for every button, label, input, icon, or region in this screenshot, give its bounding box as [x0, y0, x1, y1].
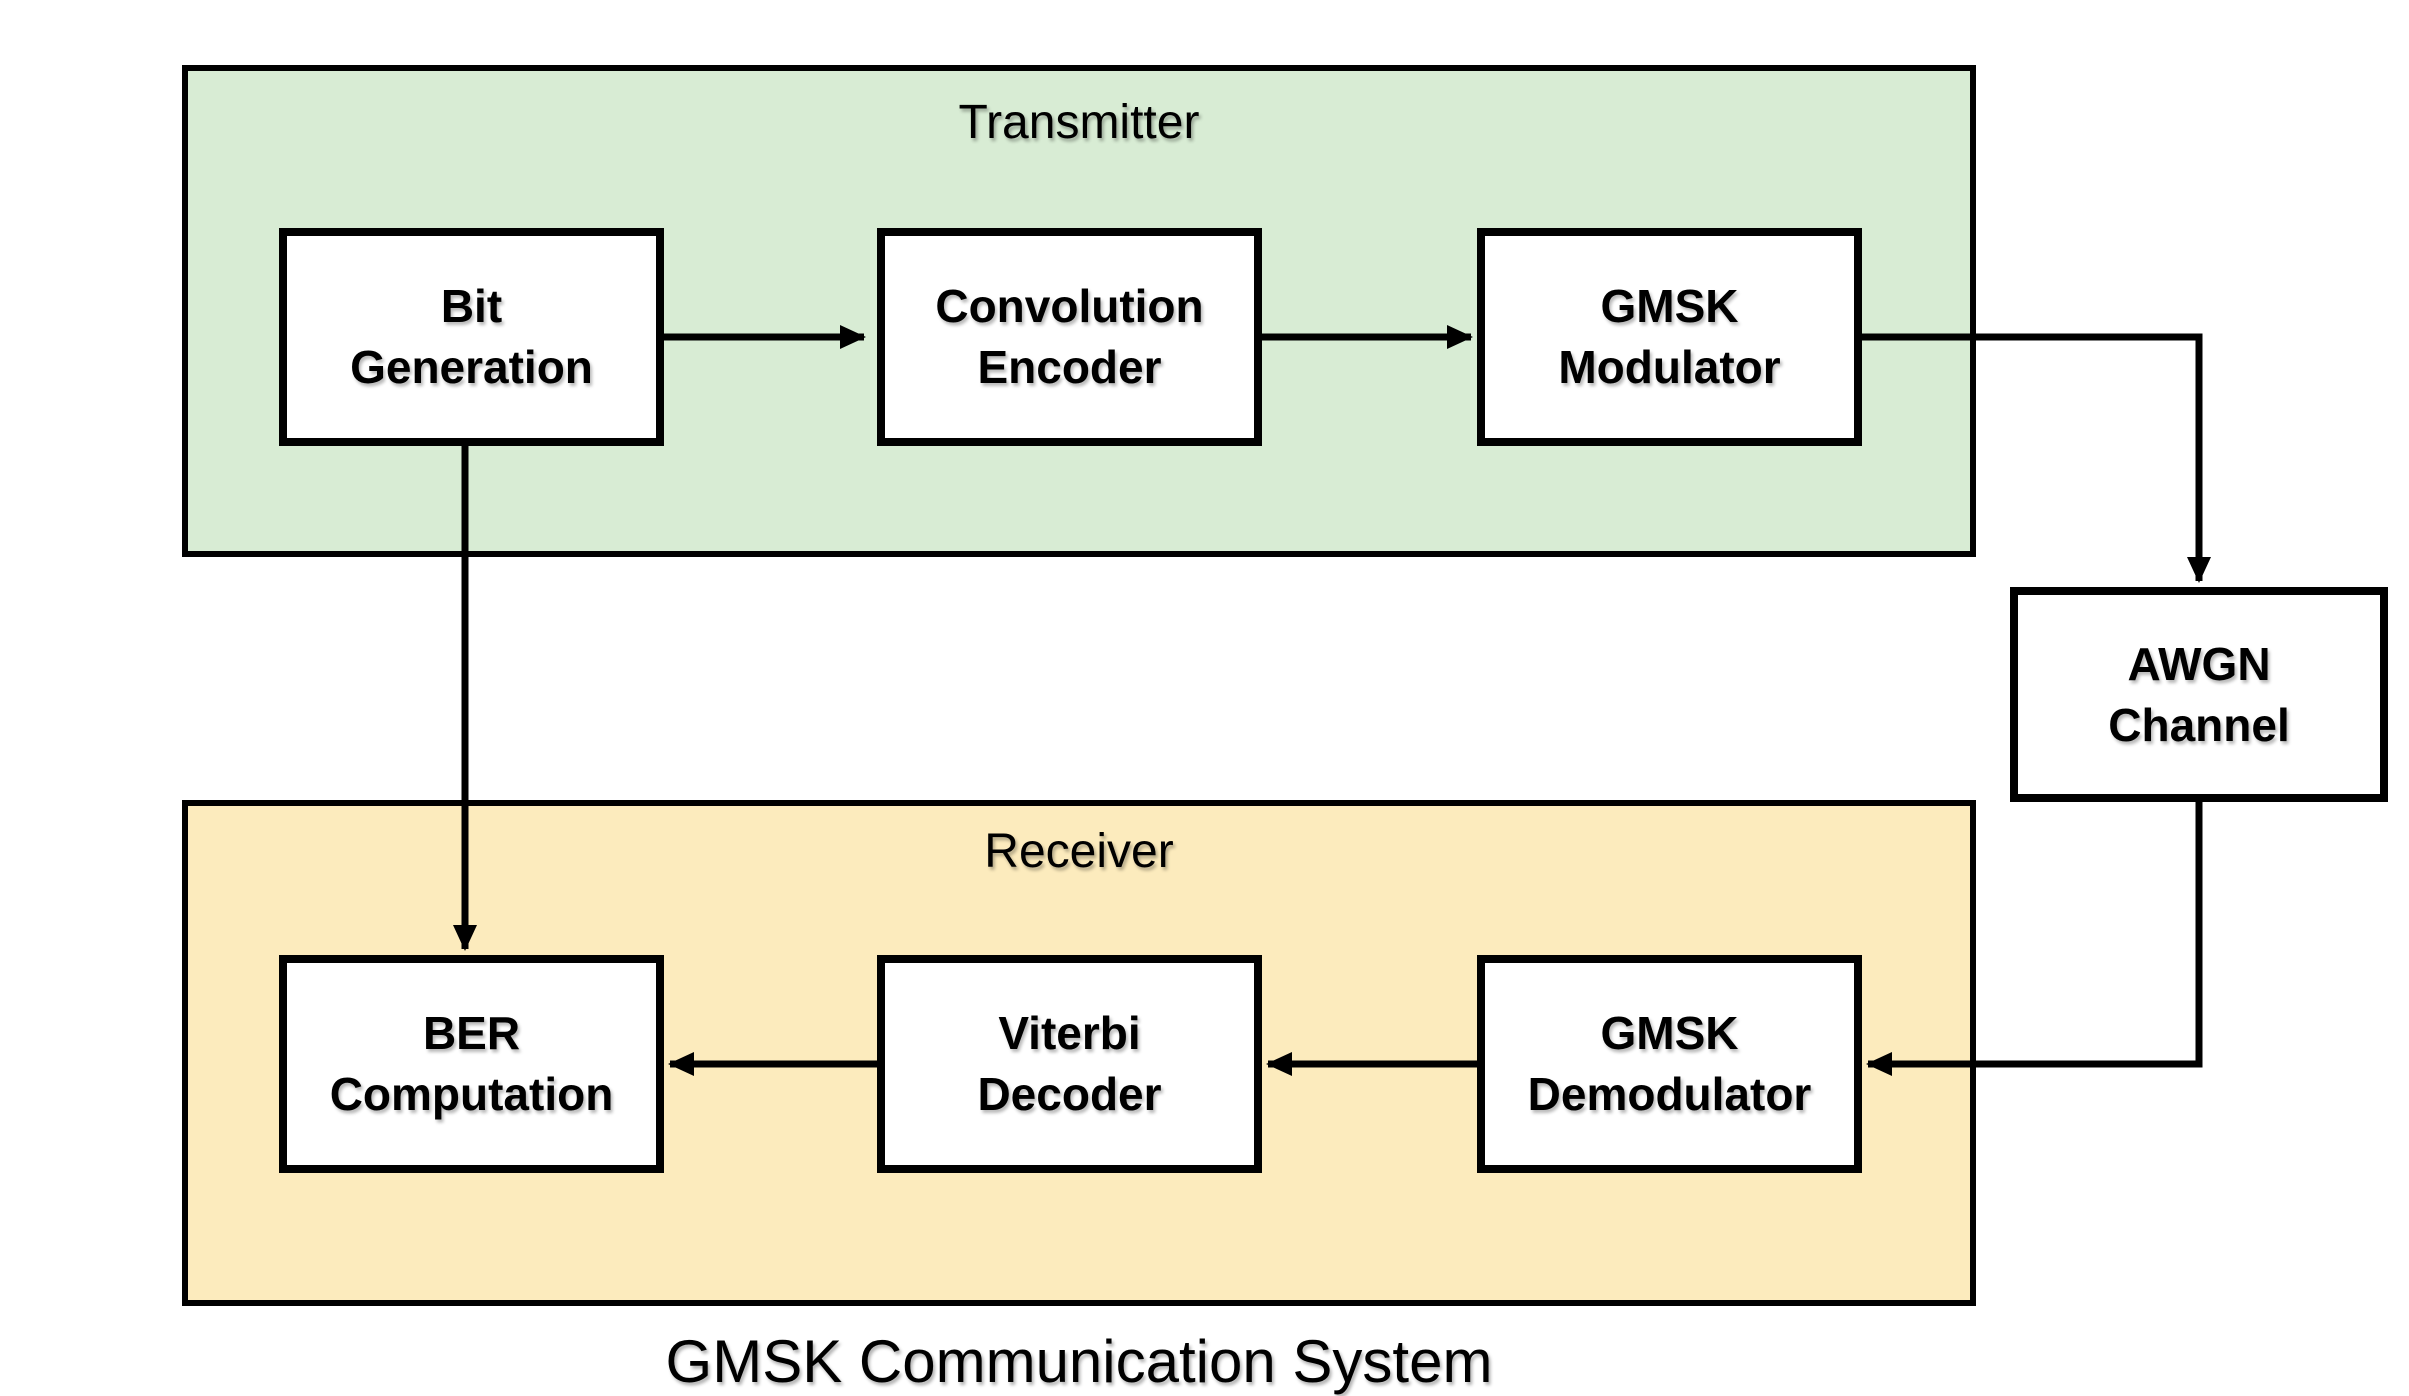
block-convolution-encoder: Convolution Encoder: [877, 228, 1262, 446]
block-viterbi-decoder: Viterbi Decoder: [877, 955, 1262, 1173]
block-gmsk-demodulator: GMSK Demodulator: [1477, 955, 1862, 1173]
block-gmsk-modulator: GMSK Modulator: [1477, 228, 1862, 446]
receiver-label: Receiver: [984, 825, 1174, 878]
diagram-title: GMSK Communication System: [665, 1328, 1493, 1395]
transmitter-label: Transmitter: [958, 96, 1200, 149]
block-awgn-channel: AWGN Channel: [2010, 587, 2388, 802]
block-bit-generation: Bit Generation: [279, 228, 664, 446]
block-ber-computation: BER Computation: [279, 955, 664, 1173]
